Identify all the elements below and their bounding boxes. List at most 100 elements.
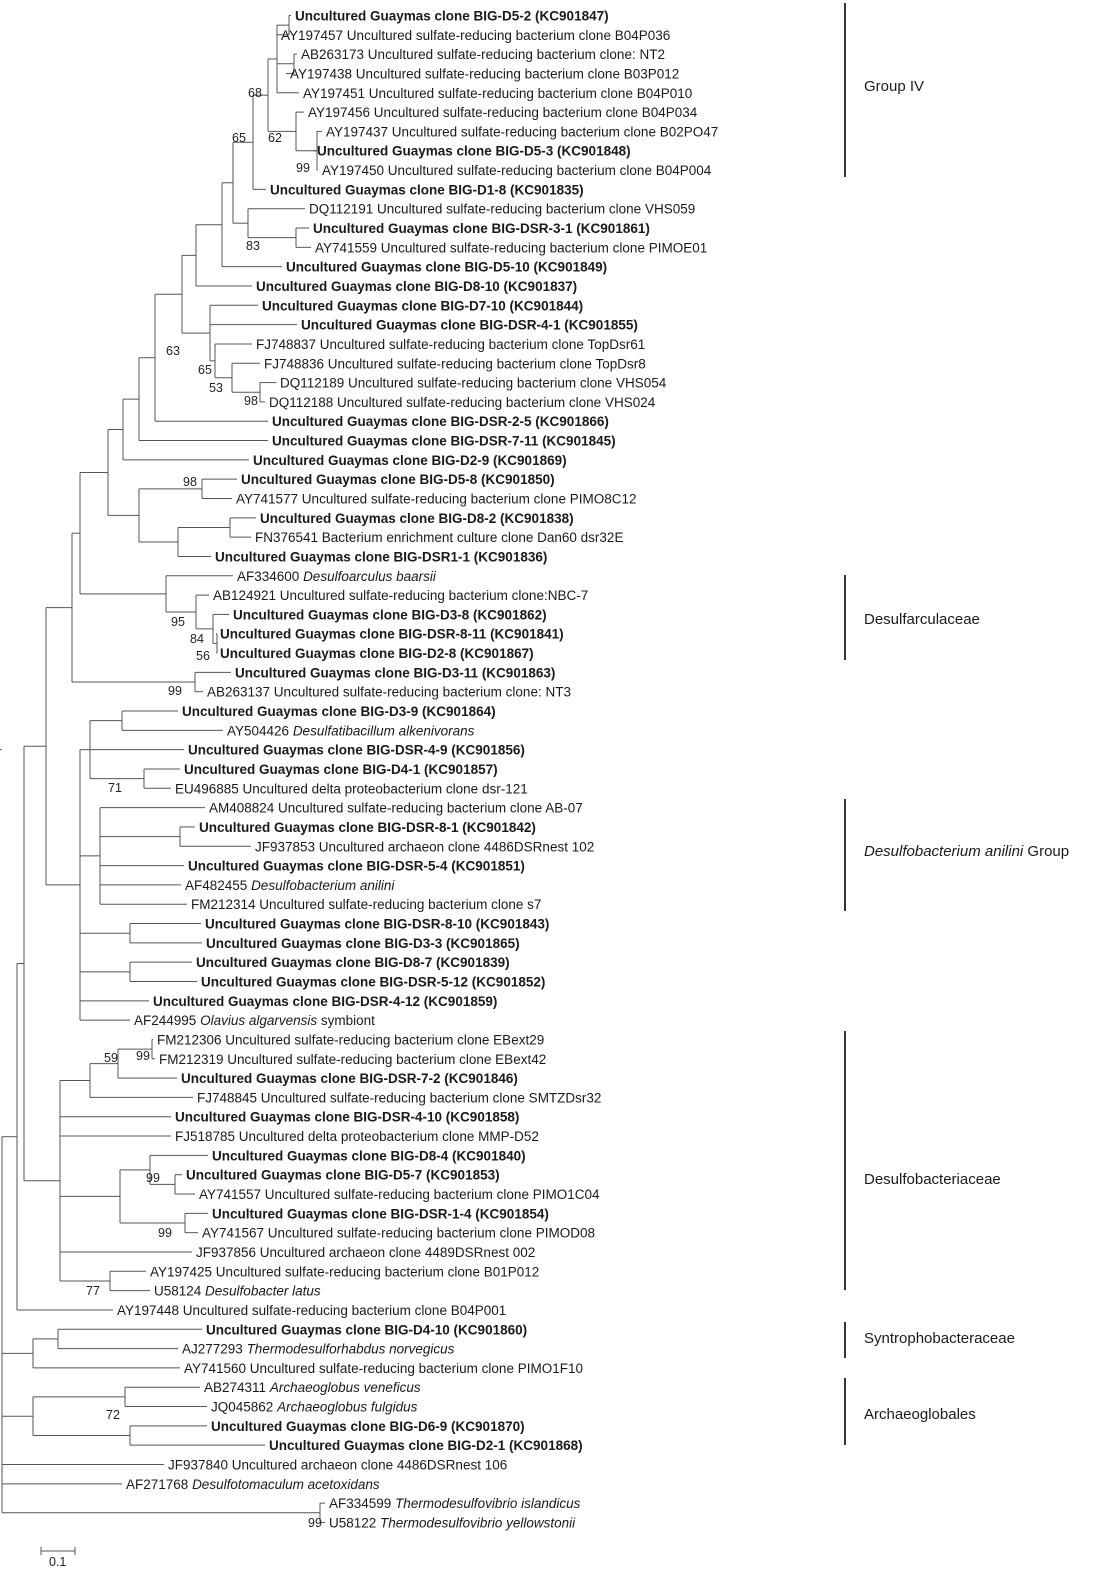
leaf-label: FJ518785 Uncultured delta proteobacteriu… (175, 1129, 539, 1144)
bootstrap-value: 99 (168, 684, 182, 698)
leaf-label: AY197451 Uncultured sulfate-reducing bac… (303, 86, 692, 101)
leaf-label: Uncultured Guaymas clone BIG-DSR-8-11 (K… (220, 627, 564, 642)
leaf-label: Uncultured Guaymas clone BIG-D8-4 (KC901… (212, 1148, 526, 1163)
leaf-label: AY197456 Uncultured sulfate-reducing bac… (308, 105, 698, 120)
leaf-label: Uncultured Guaymas clone BIG-DSR-4-9 (KC… (188, 743, 525, 758)
leaf-label: AF334600 Desulfoarculus baarsii (237, 569, 437, 584)
leaf-label: AJ277293 Thermodesulforhabdus norvegicus (182, 1342, 455, 1357)
bootstrap-value: 53 (209, 381, 223, 395)
leaf-label: Uncultured Guaymas clone BIG-DSR-2-5 (KC… (272, 414, 609, 429)
clade-group-bars: Group IVDesulfarculaceaeDesulfobacterium… (844, 3, 1069, 1445)
bootstrap-value: 99 (296, 161, 310, 175)
leaf-label: EU496885 Uncultured delta proteobacteriu… (175, 781, 528, 796)
leaf-label: AY197457 Uncultured sulfate-reducing bac… (281, 28, 670, 43)
bootstrap-value: 56 (196, 649, 210, 663)
leaf-label: FJ748836 Uncultured sulfate-reducing bac… (264, 356, 646, 371)
bootstrap-value: 83 (246, 239, 260, 253)
leaf-label: AY741557 Uncultured sulfate-reducing bac… (199, 1187, 600, 1202)
leaf-label: AY504426 Desulfatibacillum alkenivorans (227, 723, 475, 738)
bootstrap-value: 68 (248, 86, 262, 100)
leaf-label: Uncultured Guaymas clone BIG-DSR-5-12 (K… (201, 975, 545, 990)
leaf-label: AM408824 Uncultured sulfate-reducing bac… (209, 801, 583, 816)
group-label: Group IV (864, 78, 924, 95)
leaf-label: Uncultured Guaymas clone BIG-D5-7 (KC901… (186, 1168, 500, 1183)
leaf-label: FM212306 Uncultured sulfate-reducing bac… (157, 1032, 544, 1047)
leaf-label: Uncultured Guaymas clone BIG-DSR-3-1 (KC… (313, 221, 650, 236)
bootstrap-value: 77 (86, 1284, 100, 1298)
group-label: Desulfobacteriaceae (864, 1171, 1001, 1188)
leaf-label: FJ748845 Uncultured sulfate-reducing bac… (197, 1090, 601, 1105)
leaf-label: Uncultured Guaymas clone BIG-D4-10 (KC90… (206, 1322, 527, 1337)
leaf-label: FM212314 Uncultured sulfate-reducing bac… (191, 897, 541, 912)
leaf-label: JQ045862 Archaeoglobus fulgidus (211, 1400, 418, 1415)
leaf-label: AF271768 Desulfotomaculum acetoxidans (126, 1477, 380, 1492)
leaf-label: Uncultured Guaymas clone BIG-D2-9 (KC901… (253, 453, 567, 468)
bootstrap-value: 65 (232, 131, 246, 145)
bootstrap-value: 65 (198, 363, 212, 377)
bootstrap-value: 99 (136, 1049, 150, 1063)
leaf-label: FM212319 Uncultured sulfate-reducing bac… (159, 1052, 546, 1067)
leaf-label: Uncultured Guaymas clone BIG-DSR-1-4 (KC… (212, 1206, 549, 1221)
leaf-label: U58124 Desulfobacter latus (154, 1284, 321, 1299)
leaf-label: AY741577 Uncultured sulfate-reducing bac… (236, 492, 636, 507)
leaf-label: Uncultured Guaymas clone BIG-DSR-4-1 (KC… (301, 318, 638, 333)
leaf-label: AF334599 Thermodesulfovibrio islandicus (329, 1496, 581, 1511)
bootstrap-value: 59 (104, 1051, 118, 1065)
leaf-label: Uncultured Guaymas clone BIG-D2-1 (KC901… (269, 1438, 583, 1453)
leaf-label: Uncultured Guaymas clone BIG-D8-2 (KC901… (260, 511, 574, 526)
group-label: Desulfobacterium anilini Group (864, 843, 1069, 860)
leaf-label: Uncultured Guaymas clone BIG-D6-9 (KC901… (211, 1419, 525, 1434)
bootstrap-value: 72 (106, 1408, 120, 1422)
leaf-label: Uncultured Guaymas clone BIG-D8-7 (KC901… (196, 955, 510, 970)
leaf-label: Uncultured Guaymas clone BIG-DSR-7-2 (KC… (181, 1071, 518, 1086)
leaf-label: Uncultured Guaymas clone BIG-DSR-4-10 (K… (175, 1110, 519, 1125)
leaf-label: DQ112191 Uncultured sulfate-reducing bac… (309, 202, 695, 217)
leaf-label: Uncultured Guaymas clone BIG-DSR-8-1 (KC… (199, 820, 536, 835)
leaf-label: AY741567 Uncultured sulfate-reducing bac… (202, 1226, 595, 1241)
leaf-label: JF937840 Uncultured archaeon clone 4486D… (168, 1458, 507, 1473)
bootstrap-value: 62 (268, 131, 282, 145)
leaf-label: Uncultured Guaymas clone BIG-D1-8 (KC901… (270, 182, 584, 197)
bootstrap-value: 99 (308, 1516, 322, 1530)
leaf-labels: Uncultured Guaymas clone BIG-D5-2 (KC901… (117, 9, 718, 1531)
leaf-label: Uncultured Guaymas clone BIG-D5-8 (KC901… (241, 472, 555, 487)
scale-bar: 0.1 (40, 1547, 76, 1569)
leaf-label: DQ112189 Uncultured sulfate-reducing bac… (280, 376, 667, 391)
leaf-label: AB263173 Uncultured sulfate-reducing bac… (301, 47, 665, 62)
leaf-label: AY741559 Uncultured sulfate-reducing bac… (315, 240, 707, 255)
leaf-label: AB274311 Archaeoglobus veneficus (204, 1380, 421, 1395)
leaf-label: Uncultured Guaymas clone BIG-DSR-5-4 (KC… (188, 859, 525, 874)
leaf-label: AY197450 Uncultured sulfate-reducing bac… (322, 163, 712, 178)
leaf-label: Uncultured Guaymas clone BIG-D2-8 (KC901… (220, 646, 534, 661)
bootstrap-value: 84 (190, 632, 204, 646)
group-label: Archaeoglobales (864, 1406, 976, 1423)
bootstrap-value: 95 (171, 615, 185, 629)
leaf-label: Uncultured Guaymas clone BIG-D3-8 (KC901… (233, 607, 547, 622)
leaf-label: Uncultured Guaymas clone BIG-D4-1 (KC901… (184, 762, 498, 777)
bootstrap-value: 99 (146, 1171, 160, 1185)
leaf-label: DQ112188 Uncultured sulfate-reducing bac… (269, 395, 656, 410)
scale-bar-label: 0.1 (49, 1555, 66, 1569)
leaf-label: AY197437 Uncultured sulfate-reducing bac… (326, 124, 718, 139)
bootstrap-value: 71 (108, 781, 122, 795)
leaf-label: Uncultured Guaymas clone BIG-D8-10 (KC90… (256, 279, 577, 294)
leaf-label: AY197438 Uncultured sulfate-reducing bac… (290, 66, 679, 81)
leaf-label: Uncultured Guaymas clone BIG-DSR-4-12 (K… (153, 994, 497, 1009)
leaf-label: Uncultured Guaymas clone BIG-DSR1-1 (KC9… (215, 549, 547, 564)
leaf-label: AY197448 Uncultured sulfate-reducing bac… (117, 1303, 506, 1318)
bootstrap-value: 98 (244, 394, 258, 408)
leaf-label: Uncultured Guaymas clone BIG-DSR-7-11 (K… (272, 434, 616, 449)
tree-branches (0, 15, 325, 1523)
leaf-label: AY197425 Uncultured sulfate-reducing bac… (150, 1264, 539, 1279)
leaf-label: Uncultured Guaymas clone BIG-D5-10 (KC90… (286, 260, 607, 275)
bootstrap-value: 98 (183, 475, 197, 489)
leaf-label: Uncultured Guaymas clone BIG-D5-3 (KC901… (317, 144, 631, 159)
leaf-label: Uncultured Guaymas clone BIG-D7-10 (KC90… (262, 298, 583, 313)
leaf-label: Uncultured Guaymas clone BIG-D3-11 (KC90… (235, 665, 555, 680)
leaf-label: Uncultured Guaymas clone BIG-D5-2 (KC901… (295, 9, 609, 24)
leaf-label: AF244995 Olavius algarvensis symbiont (134, 1013, 375, 1028)
leaf-label: AB124921 Uncultured sulfate-reducing bac… (213, 588, 588, 603)
leaf-label: AB263137 Uncultured sulfate-reducing bac… (207, 685, 571, 700)
